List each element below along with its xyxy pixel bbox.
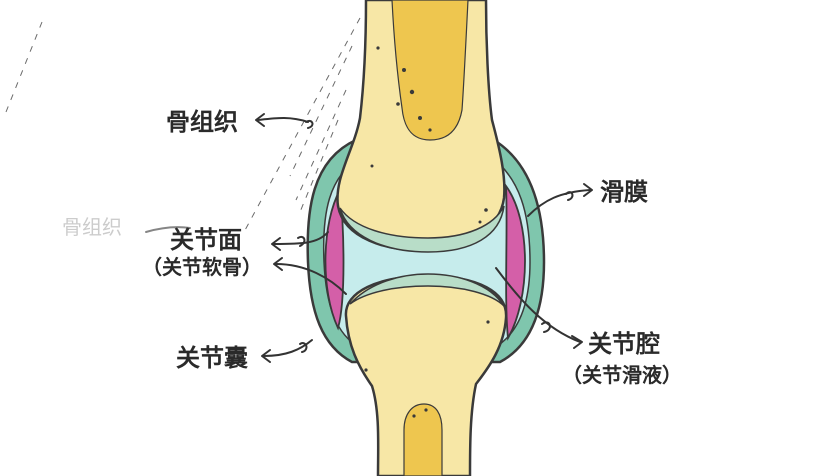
label-synovial-membrane: 滑膜 bbox=[600, 178, 648, 206]
synovium-leader bbox=[527, 189, 591, 217]
label-synovial-fluid: （关节滑液） bbox=[562, 363, 682, 387]
ghost-leader-arrow bbox=[145, 226, 191, 233]
articular-cartilage-leader bbox=[275, 263, 347, 295]
label-bone-tissue: 骨组织 bbox=[166, 108, 238, 136]
synovium-right bbox=[504, 183, 526, 341]
upper-bone bbox=[336, 0, 506, 418]
bone-tissue-arrowhead bbox=[255, 113, 265, 127]
articular-surface-arrowhead bbox=[271, 237, 281, 251]
articular-cavity-leader bbox=[495, 267, 581, 343]
lower-bone bbox=[344, 273, 508, 476]
label-articular-cartilage: （关节软骨） bbox=[142, 255, 262, 279]
label-articular-cavity: 关节腔 bbox=[588, 330, 660, 358]
joint-capsule-loop bbox=[299, 342, 308, 353]
articular-cartilage-arrowhead bbox=[273, 257, 283, 271]
joint-capsule-leader bbox=[263, 339, 313, 357]
upper-cartilage bbox=[339, 205, 505, 253]
ghost-label: 骨组织 bbox=[62, 215, 122, 239]
upper-marrow bbox=[391, 0, 469, 141]
lower-marrow bbox=[403, 403, 443, 476]
synovium-arrowhead bbox=[583, 183, 593, 197]
articular-surface-leader bbox=[273, 231, 329, 245]
label-joint-capsule: 关节囊 bbox=[176, 344, 248, 372]
synovium-leader-loop bbox=[565, 191, 574, 201]
lower-cartilage bbox=[349, 273, 505, 307]
label-articular-surface: 关节面 bbox=[170, 226, 242, 254]
articular-cavity-arrowhead bbox=[571, 335, 583, 349]
synovium-left bbox=[324, 187, 345, 331]
joint-capsule-arrowhead bbox=[261, 349, 271, 363]
articular-cavity-loop bbox=[541, 321, 551, 333]
bone-tissue-leader-loop bbox=[305, 119, 314, 129]
background-hatching bbox=[5, 17, 361, 233]
articular-surface-loop bbox=[297, 236, 306, 247]
bone-tissue-leader bbox=[257, 117, 309, 123]
